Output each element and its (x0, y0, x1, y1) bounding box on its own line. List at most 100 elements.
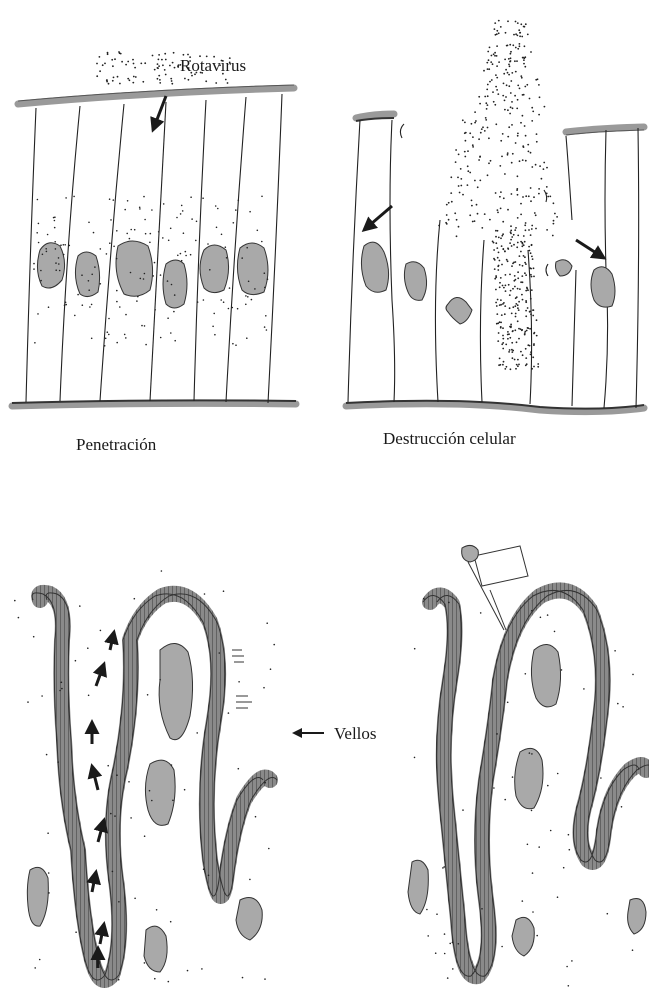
virus-particle (507, 152, 509, 154)
virus-particle (495, 276, 497, 278)
virus-particle (191, 218, 193, 220)
virus-particle (531, 225, 533, 227)
virus-particle (512, 331, 514, 333)
virus-particle (225, 79, 227, 81)
brush-border-ticks (232, 650, 252, 708)
virus-particle (504, 59, 506, 61)
virus-particle (160, 337, 162, 339)
virus-particle (527, 844, 529, 846)
virus-particle (524, 272, 526, 274)
virus-particle (492, 91, 494, 93)
virus-particle (454, 212, 456, 214)
virus-particle (538, 193, 540, 195)
virus-particle (474, 220, 476, 222)
virus-particle (38, 242, 40, 244)
virus-particle (520, 203, 522, 205)
basal-membrane (12, 403, 296, 406)
virus-particle (487, 95, 489, 97)
virus-particle (521, 245, 523, 247)
virus-particle (508, 284, 510, 286)
virus-particle (511, 193, 513, 195)
virus-particle (61, 688, 63, 690)
virus-particle (477, 186, 479, 188)
virus-particle (508, 85, 510, 87)
virus-particle (546, 167, 548, 169)
virus-particle (185, 255, 187, 257)
virus-particle (525, 229, 527, 231)
virus-particle (497, 209, 499, 211)
virus-particle (505, 96, 507, 98)
virus-particle (479, 103, 481, 105)
virus-particle (460, 178, 462, 180)
virus-particle (539, 96, 541, 98)
virus-particle (467, 170, 469, 172)
virus-particle (168, 240, 170, 242)
virus-particle (254, 288, 256, 290)
virus-particle (220, 299, 222, 301)
virus-particle (149, 242, 151, 244)
virus-particle (488, 68, 490, 70)
virus-particle (517, 288, 519, 290)
virus-particle (525, 315, 527, 317)
virus-particle (532, 309, 534, 311)
virus-particle (520, 251, 522, 253)
virus-particle (531, 289, 533, 291)
virus-particle (520, 23, 522, 25)
virus-particle (154, 309, 156, 311)
virus-particle (492, 63, 494, 65)
virus-particle (219, 652, 221, 654)
virus-particle (456, 235, 458, 237)
virus-particle (144, 962, 146, 964)
virus-particle (517, 22, 519, 24)
virus-particle (159, 679, 161, 681)
virus-particle (145, 233, 147, 235)
virus-particle (116, 774, 118, 776)
virus-particle (495, 74, 497, 76)
virus-particle (436, 913, 438, 915)
virus-particle (100, 248, 102, 250)
virus-particle (112, 871, 114, 873)
virus-particle (238, 200, 240, 202)
virus-particle (247, 296, 249, 298)
virus-particle (215, 205, 217, 207)
virus-particle (188, 79, 190, 81)
virus-particle (235, 344, 237, 346)
virus-particle (502, 133, 504, 135)
virus-particle (524, 125, 526, 127)
virus-particle (524, 66, 526, 68)
virus-particle (180, 213, 182, 215)
virus-particle (104, 345, 106, 347)
virus-particle (414, 757, 416, 759)
virus-particle (458, 943, 460, 945)
virus-particle (46, 754, 48, 756)
virus-particle (105, 338, 107, 340)
virus-particle (449, 943, 451, 945)
virus-particle (221, 234, 223, 236)
virus-particle (58, 257, 60, 259)
virus-particle (497, 212, 499, 214)
virus-particle (48, 892, 50, 894)
virus-particle (238, 768, 240, 770)
virus-particle (515, 368, 517, 370)
virus-particle (491, 79, 493, 81)
virus-particle (512, 44, 514, 46)
virus-particle (134, 598, 136, 600)
virus-particle (524, 86, 526, 88)
virus-particle (517, 48, 519, 50)
virus-particle (519, 255, 521, 257)
virus-particle (156, 909, 158, 911)
virus-particle (142, 81, 144, 83)
virus-particle (152, 55, 154, 57)
virus-particle (522, 196, 524, 198)
virus-particle (522, 243, 524, 245)
virus-particle (517, 35, 519, 37)
virus-particle (245, 295, 247, 297)
virus-particle (37, 313, 39, 315)
virus-particle (273, 644, 275, 646)
virus-particle (54, 241, 56, 243)
virus-particle (184, 789, 186, 791)
virus-particle (158, 231, 160, 233)
virus-particle (536, 133, 538, 135)
virus-particle (583, 688, 585, 690)
